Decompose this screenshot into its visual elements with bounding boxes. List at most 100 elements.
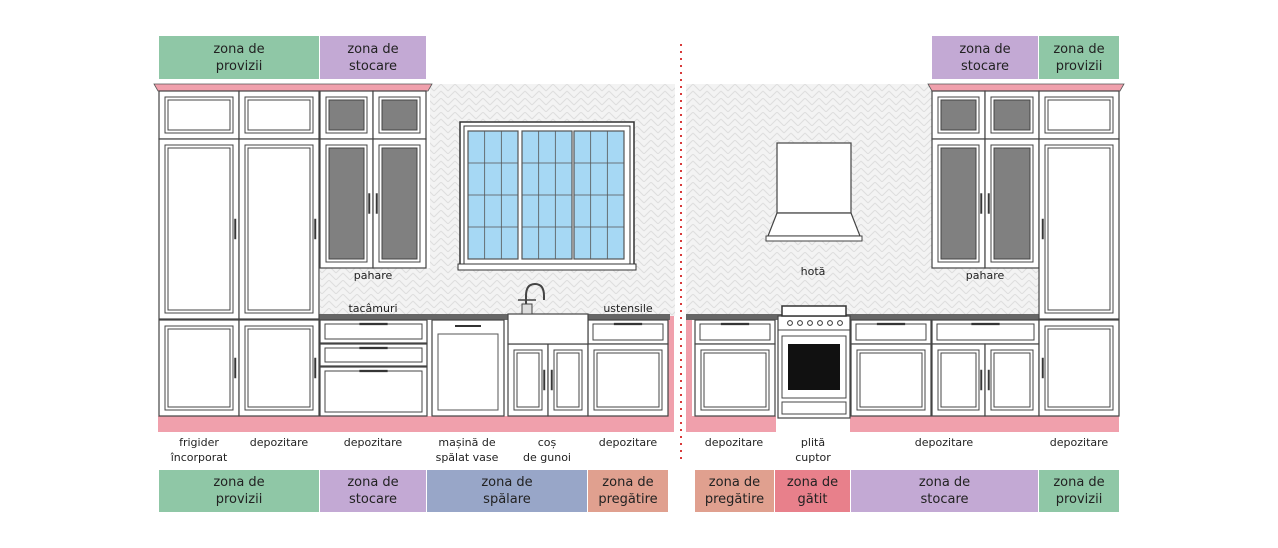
backsplash-right-lower (932, 268, 1039, 316)
countertop-left (318, 314, 670, 320)
zone-band-bottom-pregatire-right: zona de pregătire (695, 470, 774, 512)
label-depozitare-2: depozitare (343, 436, 403, 449)
label-hota: hotă (800, 265, 826, 278)
upper-glass-door-4-handle (987, 193, 990, 214)
drawer-ustensile-pull (613, 322, 643, 326)
stove-knob-icon (817, 320, 823, 326)
stove-knob-icon (797, 320, 803, 326)
drawer-right-2-frame (855, 323, 927, 341)
window (457, 121, 637, 271)
zone-band-bottom-gatit: zona de gătit (775, 470, 850, 512)
drawer-tacamuri-3-frame (324, 370, 423, 413)
toe-kick-left (158, 416, 668, 432)
ustensile-door-panel (596, 352, 660, 408)
side-trim-left (668, 316, 674, 432)
zone-band-top-stocare-left: zona de stocare (320, 36, 426, 79)
upper-small-glass-1-panel (328, 99, 365, 131)
drawer-right-3-frame (936, 323, 1035, 341)
upper-glass-door-4-panel (993, 147, 1031, 260)
zone-band-bottom-stocare-left: zona de stocare (320, 470, 426, 512)
drawer-right-3-pull (971, 322, 1000, 326)
upper-glass-door-2-panel (381, 147, 418, 260)
drawer-tacamuri-1-pull (359, 322, 388, 326)
fridge-door-2-handle (314, 218, 317, 240)
drawer-right-1-frame (699, 323, 771, 341)
label-tacamuri: tacâmuri (348, 302, 398, 315)
zone-band-bottom-provizii-right: zona de provizii (1039, 470, 1119, 512)
label-cos-gunoi: coș de gunoi (523, 436, 571, 464)
zone-band-bottom-provizii-left: zona de provizii (159, 470, 319, 512)
pantry-right-door-panel (1047, 147, 1111, 311)
label-depozitare-5: depozitare (914, 436, 974, 449)
upper-glass-door-1-handle (368, 193, 371, 214)
upper-small-glass-2-panel (381, 99, 418, 131)
stove (777, 305, 851, 419)
label-plita-cuptor: plită cuptor (795, 436, 831, 464)
fridge-door-2-panel (247, 147, 311, 311)
dishwasher (431, 319, 505, 417)
pantry-right-door-handle (1041, 218, 1044, 240)
crown-trim-left (153, 83, 433, 92)
pantry-lower-door-1-handle (234, 357, 237, 379)
zone-band-top-provizii-left: zona de provizii (159, 36, 319, 79)
label-depozitare-4: depozitare (704, 436, 764, 449)
zone-band-top-stocare-right: zona de stocare (932, 36, 1038, 79)
label-pahare-left: pahare (353, 269, 393, 282)
right-base-door-4-handle (987, 369, 990, 391)
fridge-top-door-1-panel (167, 99, 231, 131)
upper-glass-door-1-panel (328, 147, 365, 260)
toe-kick-right (686, 416, 776, 432)
label-depozitare-6: depozitare (1049, 436, 1109, 449)
drawer-right-1-pull (720, 322, 750, 326)
sink-door-2-panel (556, 352, 580, 408)
fridge-top-door-2-panel (247, 99, 311, 131)
sink-door-1-handle (543, 369, 546, 391)
zone-band-top-provizii-right: zona de provizii (1039, 36, 1119, 79)
label-pahare-right: pahare (965, 269, 1005, 282)
upper-glass-door-2-handle (375, 193, 378, 214)
pantry-lower-door-1-panel (167, 328, 231, 408)
drawer-tacamuri-1-frame (324, 323, 423, 340)
side-trim-right (686, 316, 692, 432)
range-hood (765, 142, 863, 242)
pantry-right-lower-handle (1041, 357, 1044, 379)
label-ustensile: ustensile (603, 302, 653, 315)
label-depozitare-1: depozitare (249, 436, 309, 449)
right-base-door-2-panel (859, 352, 923, 408)
drawer-ustensile-frame (592, 323, 664, 341)
right-base-door-3-handle (980, 369, 983, 391)
upper-small-glass-4-panel (993, 99, 1031, 131)
right-base-door-3-panel (940, 352, 977, 408)
zone-band-bottom-pregatire-left: zona de pregătire (588, 470, 668, 512)
fridge-door-1-panel (167, 147, 231, 311)
sink-door-2-handle (550, 369, 553, 391)
pantry-right-top-panel (1047, 99, 1111, 131)
drawer-right-2-pull (876, 322, 906, 326)
drawer-tacamuri-2-frame (324, 347, 423, 363)
zone-band-bottom-stocare-right: zona de stocare (851, 470, 1038, 512)
right-base-door-4-panel (993, 352, 1031, 408)
stove-knob-icon (827, 320, 833, 326)
faucet-icon (521, 303, 533, 315)
backsplash-left-lower (320, 268, 430, 316)
right-base-door-1-panel (703, 352, 767, 408)
drawer-tacamuri-3-pull (359, 369, 388, 373)
label-depozitare-3: depozitare (598, 436, 658, 449)
toe-kick-right-2 (850, 416, 1119, 432)
label-frigider: frigider încorporat (170, 436, 228, 464)
upper-glass-door-3-panel (940, 147, 977, 260)
pantry-right-lower-panel (1047, 328, 1111, 408)
drawer-tacamuri-2-pull (359, 346, 388, 350)
upper-glass-door-3-handle (980, 193, 983, 214)
sink-door-1-panel (516, 352, 540, 408)
crown-trim-right (927, 83, 1125, 92)
stove-knob-icon (787, 320, 793, 326)
stove-knob-icon (837, 320, 843, 326)
pantry-lower-door-2-panel (247, 328, 311, 408)
upper-small-glass-3-panel (940, 99, 977, 131)
pantry-lower-door-2-handle (314, 357, 317, 379)
sink (507, 282, 589, 345)
countertop-right (686, 314, 1042, 320)
fridge-door-1-handle (234, 218, 237, 240)
